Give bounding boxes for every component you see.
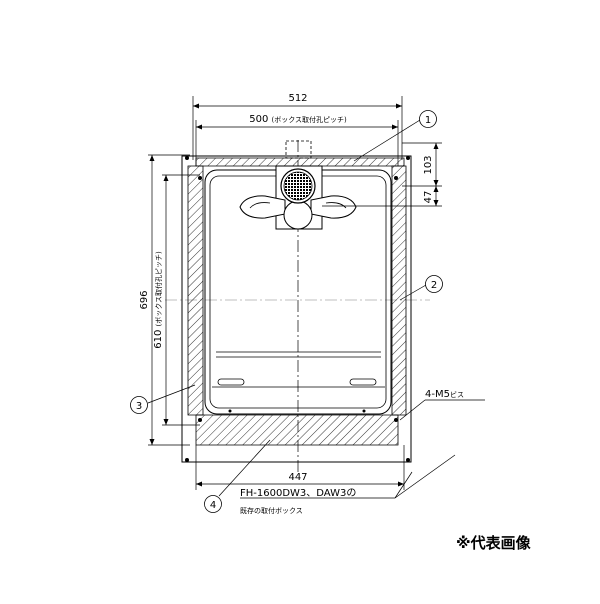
callout-1-label: 1 (425, 115, 431, 126)
dim-696: 696 (139, 290, 150, 309)
corner-screws (185, 156, 410, 462)
dim-610: 610 (ボックス取付孔ピッチ) (153, 251, 164, 349)
dim-610-note: (ボックス取付孔ピッチ) (154, 251, 163, 327)
arrowheads (149, 103, 439, 487)
dimension-lines (148, 96, 442, 490)
existing-box-models: FH-1600DW3、DAW3の (240, 488, 356, 499)
shelf-lines (212, 351, 385, 388)
callout-2-label: 2 (431, 280, 437, 291)
vent-fan-unit (239, 165, 357, 230)
top-tab-dashed (285, 140, 312, 159)
screw-label: 4-M5ビス (425, 389, 464, 400)
dim-500-value: 500 (249, 114, 268, 125)
callout-2: 2 (399, 275, 443, 301)
dim-103: 103 (423, 155, 434, 174)
slot-left (217, 378, 245, 386)
callout-4-label: 4 (210, 500, 216, 511)
screw-label-group: 4-M5ビス (399, 389, 485, 421)
screw-label-suffix: ビス (450, 390, 464, 399)
dim-500-note: (ボックス取付孔ピッチ) (272, 115, 348, 124)
slot-right (349, 378, 377, 386)
dim-47: 47 (423, 191, 434, 204)
dim-512: 512 (288, 93, 307, 104)
box-hatched-walls (187, 157, 407, 446)
screw-label-main: 4-M5 (425, 389, 450, 400)
representative-note: ※代表画像 (456, 534, 532, 552)
callout-4: 4 (204, 439, 271, 513)
callout-3-label: 3 (136, 401, 142, 412)
vent-grill (283, 171, 313, 201)
dim-610-value: 610 (153, 330, 164, 349)
existing-box-label-group: FH-1600DW3、DAW3の 既存の取付ボックス (240, 454, 456, 515)
callout-1: 1 (353, 110, 437, 162)
dim-500: 500 (ボックス取付孔ピッチ) (249, 114, 347, 125)
callout-3: 3 (130, 384, 196, 414)
outer-box-outline (181, 155, 412, 463)
dim-447: 447 (288, 472, 307, 483)
existing-box-desc: 既存の取付ボックス (240, 506, 303, 515)
